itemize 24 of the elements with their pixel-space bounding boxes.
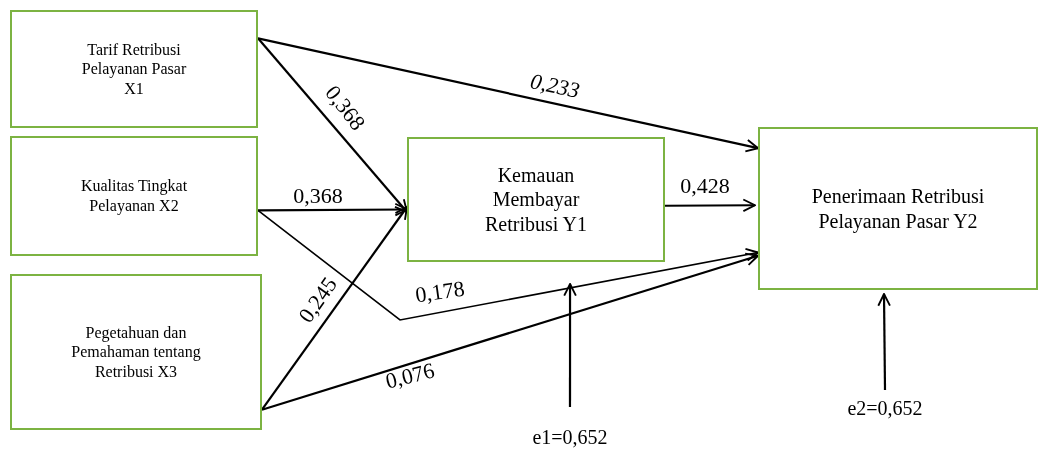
arrow [877,293,891,390]
node-label: Kemauan Membayar Retribusi Y1 [484,162,588,237]
edge-label: 0,233 [528,68,582,104]
edge-label: 0,368 [293,183,343,209]
node-label: Kualitas Tingkat Pelayanan X2 [79,176,189,216]
variable-box [10,136,258,256]
arrow [261,252,759,411]
arrow [665,198,756,213]
edge-label: 0,428 [680,173,730,199]
variable-box [10,274,262,430]
arrow [257,209,759,321]
node-label: Pegetahuan dan Pemahaman tentang Retribusi X3 [70,322,202,382]
error-term-label: e2=0,652 [847,395,923,421]
variable-box [758,127,1038,290]
variable-box [407,137,665,262]
variable-box [10,10,258,128]
node-label: Penerimaan Retribusi Pelayanan Pasar Y2 [810,184,986,233]
node-label: Tarif Retribusi Pelayanan Pasar X1 [80,39,188,99]
error-term-label: e1=0,652 [532,424,608,450]
arrow [563,283,577,407]
arrow [257,37,759,153]
arrow [261,206,408,411]
edge-label: 0,076 [382,357,438,395]
edge-label: 0,178 [413,275,467,309]
